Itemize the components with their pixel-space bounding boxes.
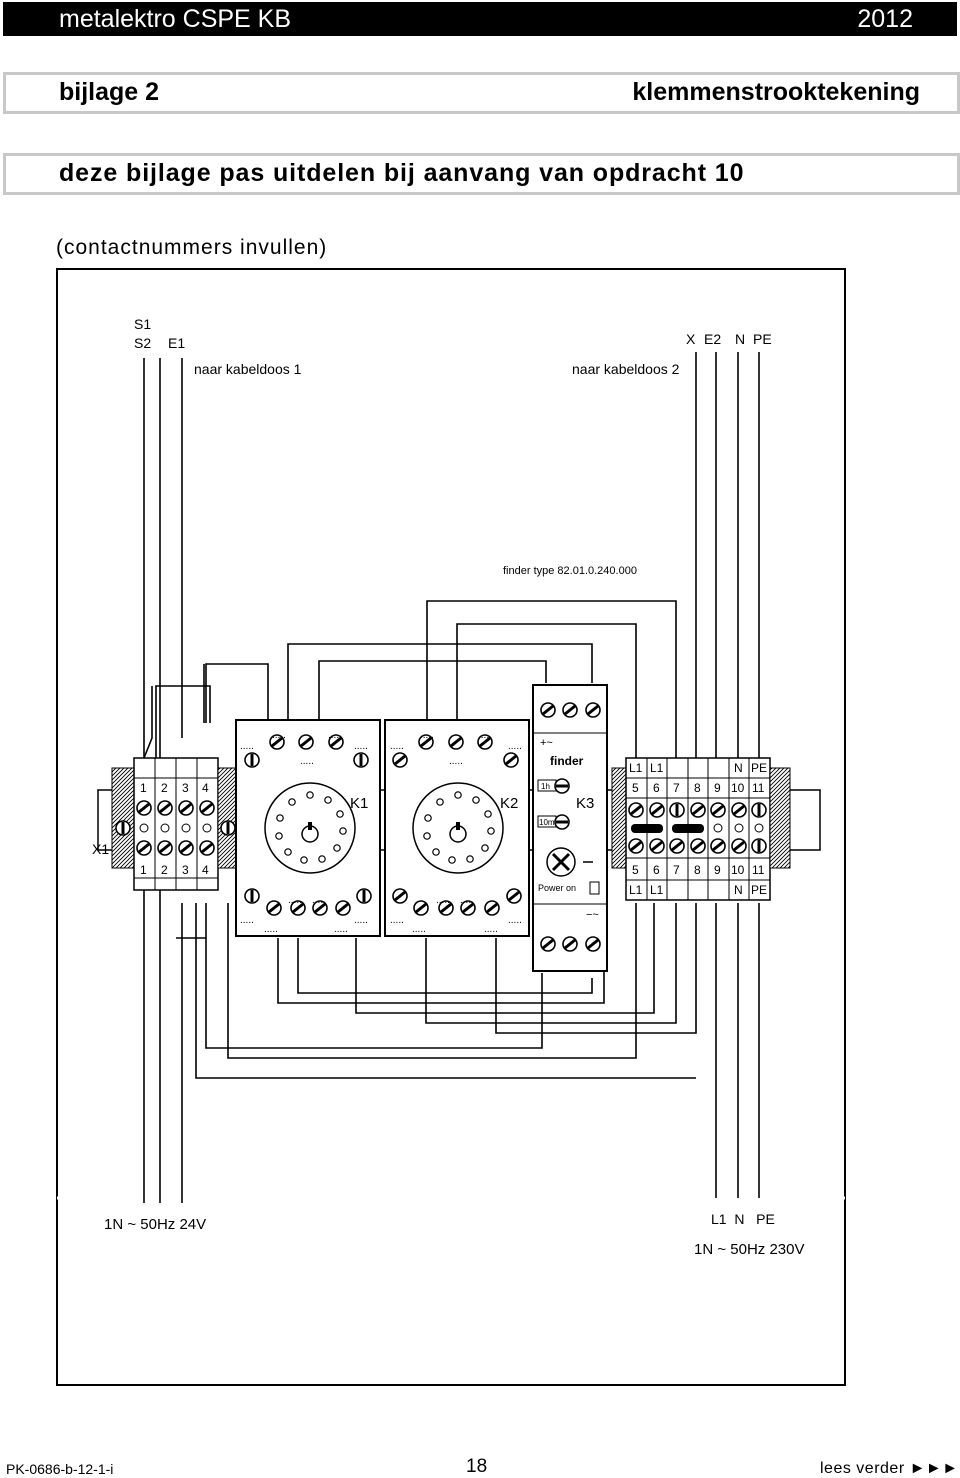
- x2-top-l1-a: L1: [629, 761, 643, 775]
- x1-bottom-number-4: 4: [202, 863, 209, 877]
- k2-label: K2: [500, 795, 518, 812]
- attachment-box: bijlage 2 klemmenstrooktekening: [3, 72, 960, 114]
- instruction-text: deze bijlage pas uitdelen bij aanvang va…: [59, 159, 745, 187]
- x2-top-l1-b: L1: [650, 761, 664, 775]
- label-pe: PE: [753, 331, 772, 347]
- svg-text:.....: .....: [508, 915, 522, 926]
- x1-bottom-number-1: 1: [140, 863, 147, 877]
- x2-bottom-l1-a: L1: [629, 883, 643, 897]
- x1-bottom-number-2: 2: [161, 863, 168, 877]
- subtitle: (contactnummers invullen): [56, 236, 328, 259]
- x2-bottom-n: N: [734, 883, 743, 897]
- svg-text:.....: .....: [390, 915, 404, 926]
- svg-text:.....: .....: [354, 915, 368, 926]
- svg-text:.....: .....: [484, 924, 498, 935]
- x1-top-number-4: 4: [202, 781, 209, 795]
- label-s1: S1: [134, 316, 151, 332]
- x2-top-number-7: 7: [673, 781, 680, 795]
- header-year: 2012: [857, 5, 913, 33]
- svg-text:.....: .....: [460, 895, 474, 906]
- svg-text:.....: .....: [272, 730, 286, 741]
- svg-text:.....: .....: [240, 741, 254, 752]
- x2-bottom-number-7: 7: [673, 863, 680, 877]
- terminal-strip-diagram: S1 S2 E1 naar kabeldoos 1 X E2 N PE naar…: [56, 268, 846, 1386]
- k3-range-2: 10m: [539, 818, 555, 827]
- x1-top-number-1: 1: [140, 781, 147, 795]
- k3-top-mark: +~: [540, 737, 553, 749]
- x2-top-number-9: 9: [714, 781, 721, 795]
- svg-text:.....: .....: [420, 730, 434, 741]
- instruction-box: deze bijlage pas uitdelen bij aanvang va…: [3, 153, 960, 195]
- x2-top-number-5: 5: [632, 781, 639, 795]
- relay-k1: ......................... K1 ...........…: [235, 719, 381, 937]
- relay-k2: ......................... K2 ...........…: [384, 719, 530, 937]
- x1-top-number-3: 3: [182, 781, 189, 795]
- label-s2: S2: [134, 335, 151, 351]
- label-e2: E2: [704, 331, 721, 347]
- svg-text:.....: .....: [240, 915, 254, 926]
- x2-bottom-number-11: 11: [752, 863, 765, 877]
- wiring-bottom: [176, 903, 697, 1079]
- svg-text:.....: .....: [449, 756, 463, 767]
- label-x: X: [686, 331, 696, 347]
- label-n: N: [735, 331, 745, 347]
- k3-range-1: 1h: [541, 782, 550, 791]
- finder-type-label: finder type 82.01.0.240.000: [503, 565, 637, 577]
- label-kabeldoos-2: naar kabeldoos 2: [572, 361, 680, 377]
- k3-bottom-mark: −~: [586, 909, 599, 921]
- svg-text:.....: .....: [508, 741, 522, 752]
- x2-bottom-number-5: 5: [632, 863, 639, 877]
- k3-brand: finder: [550, 754, 584, 768]
- x2-top-n: N: [734, 761, 743, 775]
- supply-24v: 1N ~ 50Hz 24V: [104, 1216, 206, 1233]
- wiring-top: [143, 600, 677, 759]
- attachment-topic: klemmenstrooktekening: [632, 78, 920, 106]
- footer-code: PK-0686-b-12-1-i: [6, 1461, 114, 1477]
- terminal-block-x1: 1 2 3 4 1 2 3 4 X1: [92, 757, 239, 891]
- k1-label: K1: [350, 795, 368, 812]
- terminal-block-x2: L1 L1 N PE 5 6 7 8 9 10 11 5 6 7 8 9 10 …: [611, 757, 791, 901]
- supply-230v: 1N ~ 50Hz 230V: [694, 1241, 805, 1258]
- svg-text:.....: .....: [436, 895, 450, 906]
- timer-k3: +~ finder 1h 10m K3 Power on −~: [532, 684, 608, 972]
- x2-bottom-number-10: 10: [731, 863, 745, 877]
- label-e1: E1: [168, 335, 185, 351]
- x2-top-number-8: 8: [694, 781, 701, 795]
- x2-top-pe: PE: [751, 761, 767, 775]
- x2-bottom-number-6: 6: [653, 863, 660, 877]
- cables-left: [143, 352, 760, 1203]
- x1-top-number-2: 2: [161, 781, 168, 795]
- svg-text:.....: .....: [478, 730, 492, 741]
- svg-text:.....: .....: [288, 895, 302, 906]
- svg-text:.....: .....: [334, 924, 348, 935]
- x2-bottom-l1-b: L1: [650, 883, 664, 897]
- attachment-label: bijlage 2: [59, 78, 160, 106]
- page-number: 18: [466, 1456, 488, 1477]
- svg-text:.....: .....: [412, 924, 426, 935]
- supply-230v-terminals: L1 N PE: [711, 1211, 775, 1227]
- x2-bottom-pe: PE: [751, 883, 767, 897]
- x1-label: X1: [92, 841, 109, 857]
- svg-text:.....: .....: [354, 741, 368, 752]
- k3-power-on: Power on: [538, 883, 576, 893]
- header-bar: metalektro CSPE KB 2012: [3, 2, 957, 36]
- continue-link[interactable]: lees verder ►►►: [820, 1460, 959, 1477]
- k3-label: K3: [576, 795, 594, 812]
- x2-top-number-11: 11: [752, 781, 765, 795]
- x2-top-number-6: 6: [653, 781, 660, 795]
- diagram-frame: [56, 268, 846, 1386]
- svg-text:.....: .....: [328, 730, 342, 741]
- svg-text:.....: .....: [390, 741, 404, 752]
- x2-bottom-number-8: 8: [694, 863, 701, 877]
- label-kabeldoos-1: naar kabeldoos 1: [194, 361, 302, 377]
- x1-bottom-number-3: 3: [182, 863, 189, 877]
- svg-text:.....: .....: [264, 924, 278, 935]
- svg-text:.....: .....: [312, 895, 326, 906]
- x2-bottom-number-9: 9: [714, 863, 721, 877]
- header-title: metalektro CSPE KB: [59, 5, 292, 33]
- svg-text:.....: .....: [300, 756, 314, 767]
- x2-top-number-10: 10: [731, 781, 745, 795]
